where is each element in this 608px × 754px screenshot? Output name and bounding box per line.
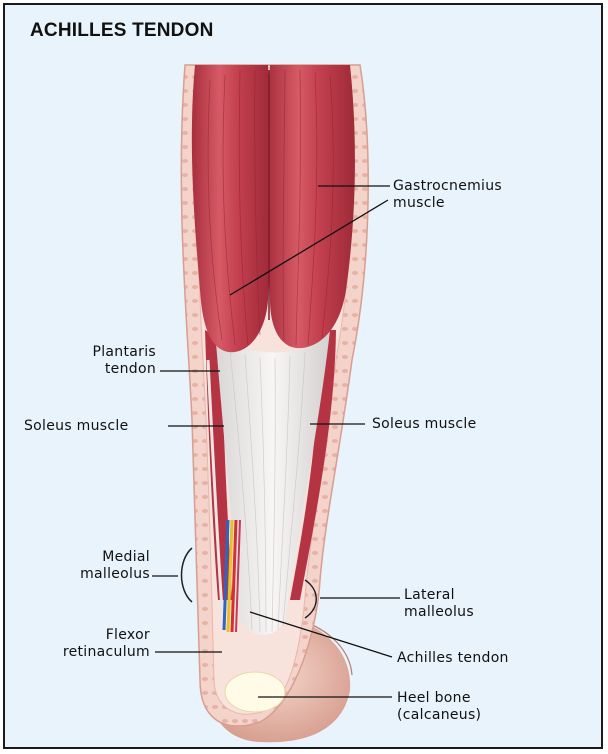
label-medial-malleolus-line1: Medial xyxy=(60,549,150,566)
label-medial-malleolus: Medial malleolus xyxy=(60,549,150,583)
label-plantaris: Plantaris tendon xyxy=(60,344,156,378)
label-lateral-malleolus-line1: Lateral xyxy=(404,587,474,604)
gastrocnemius-lateral xyxy=(268,65,355,348)
label-soleus-left: Soleus muscle xyxy=(24,418,128,435)
label-flexor-line2: retinaculum xyxy=(20,644,150,661)
label-gastrocnemius: Gastrocnemius muscle xyxy=(393,178,502,212)
label-lateral-malleolus-line2: malleolus xyxy=(404,604,474,621)
label-plantaris-line1: Plantaris xyxy=(60,344,156,361)
label-plantaris-line2: tendon xyxy=(60,361,156,378)
medial-malleolus-bracket xyxy=(182,548,193,602)
label-soleus-right: Soleus muscle xyxy=(372,416,476,433)
label-gastrocnemius-line1: Gastrocnemius xyxy=(393,178,502,195)
label-gastrocnemius-line2: muscle xyxy=(393,195,502,212)
label-heel-bone-line1: Heel bone xyxy=(397,690,481,707)
label-lateral-malleolus: Lateral malleolus xyxy=(404,587,474,621)
heel-bone-shape xyxy=(225,672,285,712)
label-medial-malleolus-line2: malleolus xyxy=(60,566,150,583)
label-heel-bone-line2: (calcaneus) xyxy=(397,707,481,724)
label-flexor-retinaculum: Flexor retinaculum xyxy=(20,627,150,661)
label-achilles-tendon: Achilles tendon xyxy=(397,650,509,667)
label-heel-bone: Heel bone (calcaneus) xyxy=(397,690,481,724)
label-flexor-line1: Flexor xyxy=(20,627,150,644)
